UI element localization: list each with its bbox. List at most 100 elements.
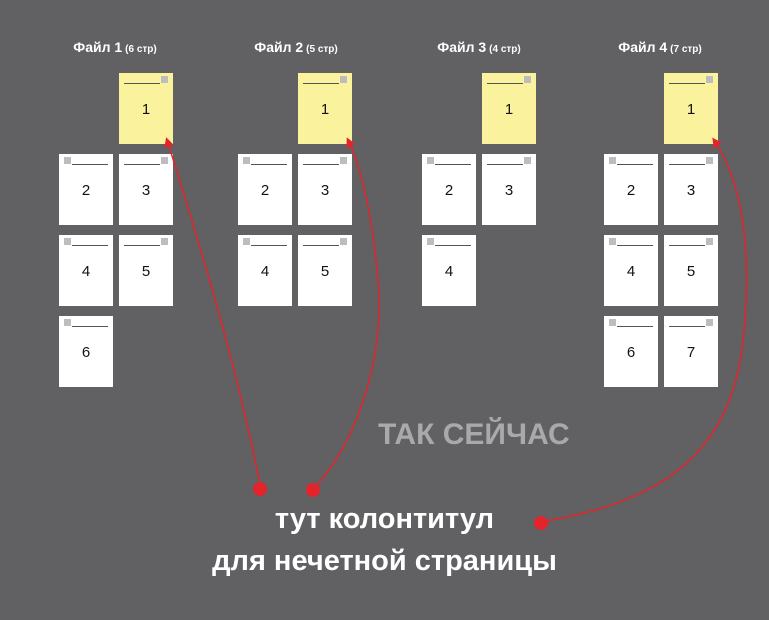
page-thumbnail-odd: 5: [119, 235, 173, 306]
header-line: [72, 245, 108, 246]
header-line: [487, 83, 523, 84]
header-line: [487, 164, 523, 165]
page-thumbnail-even: 4: [59, 235, 113, 306]
page-number: 3: [141, 182, 151, 199]
page-thumbnail-even: 4: [238, 235, 292, 306]
header-marker: [340, 238, 347, 245]
header-line: [669, 164, 705, 165]
file-title-2: Файл 2(5 стр): [226, 39, 366, 55]
page-thumbnail-odd: 3: [482, 154, 536, 225]
page-number: 1: [504, 101, 514, 118]
header-marker: [64, 157, 71, 164]
header-line: [251, 245, 287, 246]
page-thumbnail-odd: 3: [664, 154, 718, 225]
page-number: 6: [81, 344, 91, 361]
header-line: [435, 245, 471, 246]
page-thumbnail-odd: 5: [298, 235, 352, 306]
header-marker: [64, 238, 71, 245]
page-number: 5: [141, 263, 151, 280]
caption-line-1: тут колонтитул: [274, 503, 495, 535]
page-thumbnail-odd: 7: [664, 316, 718, 387]
file-name: Файл 1: [73, 39, 123, 55]
arrow-origin-dot: [534, 516, 548, 530]
page-thumbnail-odd: 1: [119, 73, 173, 144]
page-number: 2: [626, 182, 636, 199]
arrow-to-file-1-page-1: [164, 137, 261, 486]
file-page-count: (5 стр): [306, 44, 338, 55]
page-number: 2: [260, 182, 270, 199]
caption-line-2: для нечетной страницы: [212, 545, 557, 577]
page-number: 1: [320, 101, 330, 118]
header-line: [669, 326, 705, 327]
page-thumbnail-even: 6: [604, 316, 658, 387]
header-marker: [161, 76, 168, 83]
header-marker: [609, 157, 616, 164]
file-page-count: (6 стр): [125, 44, 157, 55]
header-line: [669, 245, 705, 246]
header-marker: [706, 319, 713, 326]
page-thumbnail-odd: 5: [664, 235, 718, 306]
page-thumbnail-even: 2: [604, 154, 658, 225]
header-marker: [609, 238, 616, 245]
page-number: 4: [444, 263, 454, 280]
page-thumbnail-even: 4: [604, 235, 658, 306]
header-marker: [243, 157, 250, 164]
header-marker: [427, 238, 434, 245]
page-thumbnail-even: 6: [59, 316, 113, 387]
page-thumbnail-odd: 3: [119, 154, 173, 225]
page-number: 3: [504, 182, 514, 199]
header-line: [303, 164, 339, 165]
header-marker: [161, 157, 168, 164]
file-title-4: Файл 4(7 стр): [590, 39, 730, 55]
page-number: 4: [626, 263, 636, 280]
page-number: 6: [626, 344, 636, 361]
page-thumbnail-odd: 1: [482, 73, 536, 144]
header-marker: [161, 238, 168, 245]
arrow-to-file-2-page-1: [313, 137, 380, 489]
header-marker: [243, 238, 250, 245]
header-marker: [427, 157, 434, 164]
file-page-count: (7 стр): [670, 44, 702, 55]
header-marker: [609, 319, 616, 326]
page-thumbnail-odd: 1: [298, 73, 352, 144]
page-number: 7: [686, 344, 696, 361]
header-line: [124, 164, 160, 165]
page-number: 2: [81, 182, 91, 199]
page-number: 4: [260, 263, 270, 280]
header-marker: [706, 157, 713, 164]
page-number: 2: [444, 182, 454, 199]
file-name: Файл 3: [437, 39, 487, 55]
file-name: Файл 4: [618, 39, 668, 55]
header-line: [669, 83, 705, 84]
page-number: 5: [686, 263, 696, 280]
page-number: 1: [686, 101, 696, 118]
header-marker: [340, 76, 347, 83]
arrow-to-file-4-page-1: [540, 137, 748, 523]
file-title-1: Файл 1(6 стр): [45, 39, 185, 55]
header-line: [251, 164, 287, 165]
page-thumbnail-odd: 1: [664, 73, 718, 144]
file-name: Файл 2: [254, 39, 304, 55]
header-line: [617, 164, 653, 165]
header-line: [303, 83, 339, 84]
header-line: [303, 245, 339, 246]
file-page-count: (4 стр): [489, 44, 521, 55]
header-marker: [706, 238, 713, 245]
header-line: [617, 245, 653, 246]
header-marker: [64, 319, 71, 326]
page-number: 3: [686, 182, 696, 199]
header-line: [617, 326, 653, 327]
header-marker: [524, 76, 531, 83]
arrow-origin-dot: [306, 483, 320, 497]
page-thumbnail-even: 2: [422, 154, 476, 225]
file-title-3: Файл 3(4 стр): [409, 39, 549, 55]
page-number: 4: [81, 263, 91, 280]
page-number: 5: [320, 263, 330, 280]
page-thumbnail-odd: 3: [298, 154, 352, 225]
page-thumbnail-even: 2: [238, 154, 292, 225]
arrow-origin-dot: [253, 482, 267, 496]
header-line: [72, 326, 108, 327]
page-number: 3: [320, 182, 330, 199]
